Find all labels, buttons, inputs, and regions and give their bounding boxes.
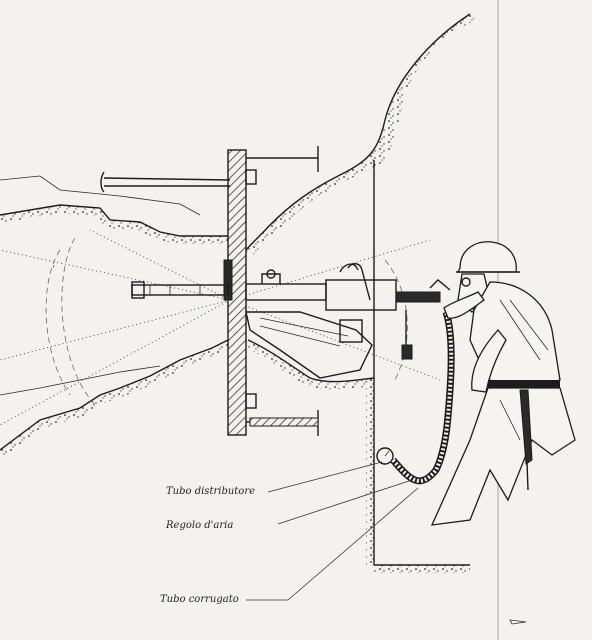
label-air-valve: Regolo d'aria [165,520,233,531]
leader-distribution-tube [267,461,383,493]
air-hose-system [376,310,455,485]
field-of-fire-arcs: · [0,229,441,426]
margin-mark [509,619,527,625]
leader-air-valve [277,479,413,525]
label-distribution-tube: Tubo distributore [166,486,255,497]
room-wall [366,160,470,573]
leader-lines [246,461,419,601]
bunker-wall-upper [0,13,476,256]
bunker-wall-lower [0,339,375,458]
leader-corrugated-tube [287,487,419,601]
label-corrugated-tube: Tubo corrugato [160,594,239,605]
arc-tick-mark-1: · [52,262,55,273]
armour-plate [100,146,319,436]
machine-gun [131,263,451,379]
soldier-figure [430,241,576,526]
